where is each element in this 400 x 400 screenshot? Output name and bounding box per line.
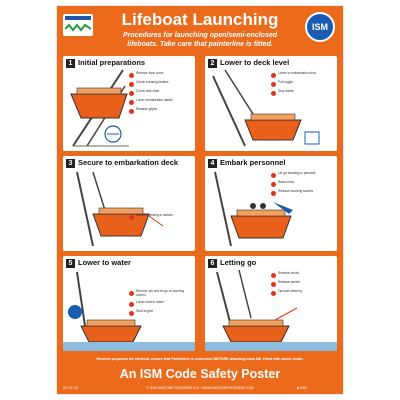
instruction-item: Operate steering — [271, 289, 333, 296]
retrieval-footnote: Reverse sequence for retrieval, ensure t… — [96, 357, 304, 361]
ism-badge: ISM — [305, 12, 335, 42]
step-number: 3 — [66, 159, 75, 168]
panel-title: Initial preparations — [78, 58, 146, 67]
step-number: 2 — [208, 59, 217, 68]
footer-title: An ISM Code Safety Poster — [119, 367, 281, 381]
davit-illustration — [205, 269, 337, 351]
step-number: 5 — [66, 259, 75, 268]
davit-illustration — [212, 69, 320, 147]
instruction-item: Release gripes — [129, 107, 191, 114]
copyright-text: © 2016 MARITIME PROGRESS LTD · WWW.MARIT… — [146, 386, 254, 390]
product-code: ■ 0000 — [297, 386, 307, 390]
instruction-item: Start engine — [129, 309, 191, 316]
instruction-item: Board crew — [271, 180, 333, 187]
panel-initial-preparations: 1 Initial preparations Remove boat cover… — [63, 56, 195, 151]
instruction-item: Check falls clear — [129, 89, 191, 96]
step-number: 6 — [208, 259, 217, 268]
panel-title: Embark personnel — [220, 158, 286, 167]
instruction-list: Remove boat cover Check bowsing tackles … — [129, 71, 191, 117]
safety-poster: Lifeboat Launching Procedures for launch… — [57, 6, 343, 394]
davit-illustration — [214, 171, 293, 247]
wave-icon — [65, 23, 91, 32]
davit-illustration — [70, 69, 129, 147]
davit-illustration — [76, 171, 164, 247]
instruction-item: Let go bowsing-in pendant — [271, 171, 333, 178]
instruction-item: Release bowsing tackles — [271, 189, 333, 196]
instruction-item: Lower embarkation ladder — [129, 98, 191, 105]
instruction-item: Secure bowsing in tackles — [129, 213, 191, 220]
instruction-item: Lower boat to water — [129, 300, 191, 307]
instruction-item: Release painter — [271, 280, 333, 287]
panel-embark-personnel: 4 Embark personnel Let go bowsing-in pen… — [205, 156, 337, 251]
instruction-list: Remove pin and let go of lowering contro… — [129, 289, 191, 319]
instruction-list: Let go bowsing-in pendant Board crew Rel… — [271, 171, 333, 199]
publisher-logo — [63, 14, 93, 36]
instruction-item: Release hooks — [271, 271, 333, 278]
footer-band — [57, 363, 343, 394]
instruction-item: Lower to embarkation deck — [271, 71, 333, 78]
poster-subtitle: Procedures for launching open/semi-enclo… — [122, 32, 278, 48]
instruction-item: Remove boat cover — [129, 71, 191, 78]
certification-marks: CE CE CE — [63, 386, 79, 390]
instruction-item: Remove pin and let go of lowering contro… — [129, 289, 191, 298]
panel-title: Lower to deck level — [220, 58, 290, 67]
panel-lower-to-water: 5 Lower to water Remove pin and let go o… — [63, 256, 195, 351]
panel-title: Letting go — [220, 258, 257, 267]
instruction-item: Pull toggle — [271, 80, 333, 87]
panel-title: Secure to embarkation deck — [78, 158, 179, 167]
panel-title: Lower to water — [78, 258, 131, 267]
poster-title: Lifeboat Launching — [121, 10, 279, 29]
panel-secure-to-embarkation-deck: 3 Secure to embarkation deck Secure bows… — [63, 156, 195, 251]
instruction-item: Check bowsing tackles — [129, 80, 191, 87]
instruction-list: Lower to embarkation deck Pull toggle St… — [271, 71, 333, 99]
step-number: 1 — [66, 59, 75, 68]
step-number: 4 — [208, 159, 217, 168]
davit-illustration — [63, 271, 195, 351]
instruction-list: Secure bowsing in tackles — [129, 213, 191, 223]
instruction-item: Stop davits — [271, 89, 333, 96]
panel-letting-go: 6 Letting go Release hooks Release paint… — [205, 256, 337, 351]
panel-lower-to-deck-level: 2 Lower to deck level Lower to embarkati… — [205, 56, 337, 151]
instruction-list: Release hooks Release painter Operate st… — [271, 271, 333, 299]
